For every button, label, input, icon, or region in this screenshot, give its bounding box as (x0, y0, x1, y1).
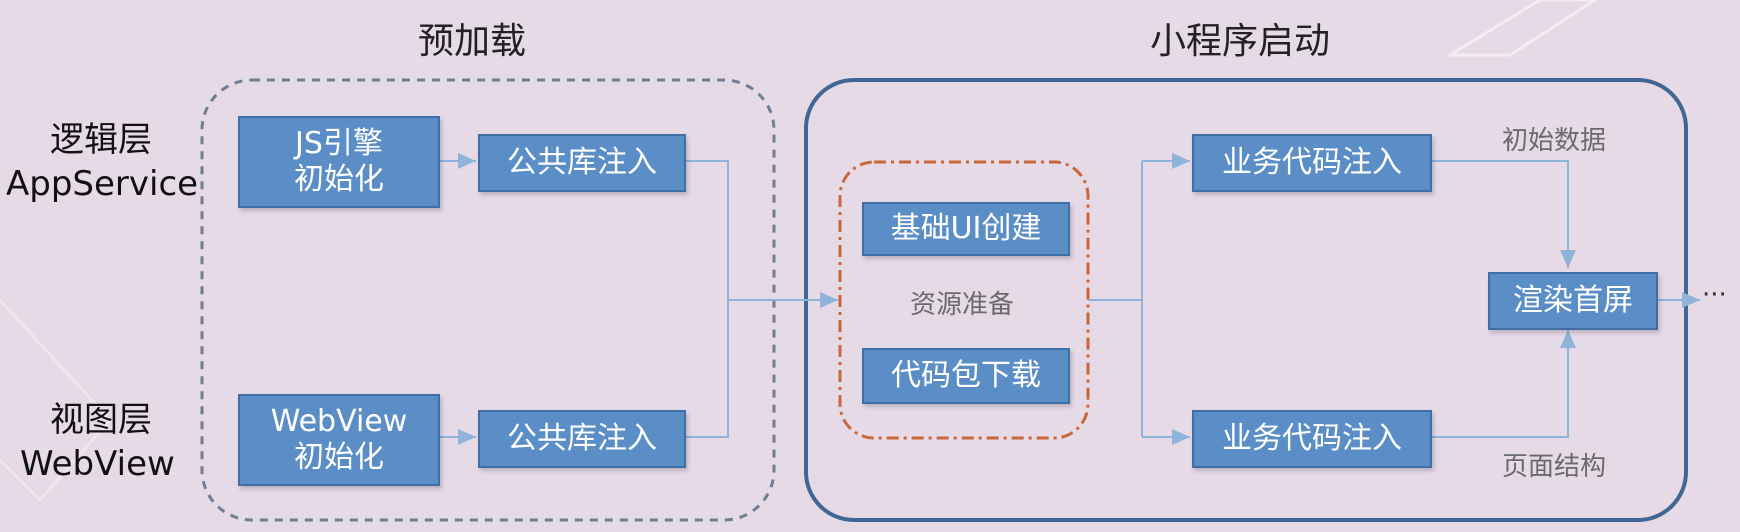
js-engine-line1: JS引擎 (295, 126, 383, 161)
js-engine-init-box: JS引擎 初始化 (238, 116, 440, 208)
decor-parallelogram (1444, 0, 1598, 57)
line-lib-bottom-merge (684, 300, 729, 438)
webview-init-line2: 初始化 (293, 440, 384, 475)
logic-layer-subname: AppService (6, 164, 199, 204)
lib-inject-bottom-box: 公共库注入 (478, 410, 686, 468)
render-first-screen-box: 渲染首屏 (1488, 272, 1658, 330)
logic-layer-name: 逻辑层 (50, 120, 152, 160)
webview-init-line1: WebView (270, 404, 408, 439)
view-layer-label: 视图层 WebView (20, 398, 175, 486)
initial-data-label: 初始数据 (1502, 126, 1607, 156)
js-engine-line2: 初始化 (294, 162, 384, 197)
launch-title: 小程序启动 (1150, 21, 1331, 62)
line-lib-top-merge (684, 160, 729, 300)
resource-prep-label: 资源准备 (910, 290, 1015, 320)
logic-layer-label: 逻辑层 AppService (6, 118, 198, 206)
code-download-box: 代码包下载 (862, 348, 1070, 404)
view-layer-name: 视图层 (50, 400, 152, 440)
preload-title: 预加载 (418, 21, 527, 62)
ui-create-box: 基础UI创建 (862, 202, 1070, 256)
decor-diamond (0, 298, 113, 503)
biz-inject-top-box: 业务代码注入 (1192, 134, 1432, 192)
arrow-biz-top-to-render (1430, 160, 1576, 268)
arrow-biz-bottom-to-render (1430, 330, 1576, 438)
resource-prep-container (838, 160, 1090, 440)
lib-inject-top-box: 公共库注入 (478, 134, 686, 192)
continuation-ellipsis: ··· (1702, 280, 1727, 310)
page-structure-label: 页面结构 (1502, 452, 1607, 482)
webview-init-box: WebView 初始化 (238, 394, 440, 486)
view-layer-subname: WebView (20, 444, 175, 484)
biz-inject-bottom-box: 业务代码注入 (1192, 410, 1432, 468)
